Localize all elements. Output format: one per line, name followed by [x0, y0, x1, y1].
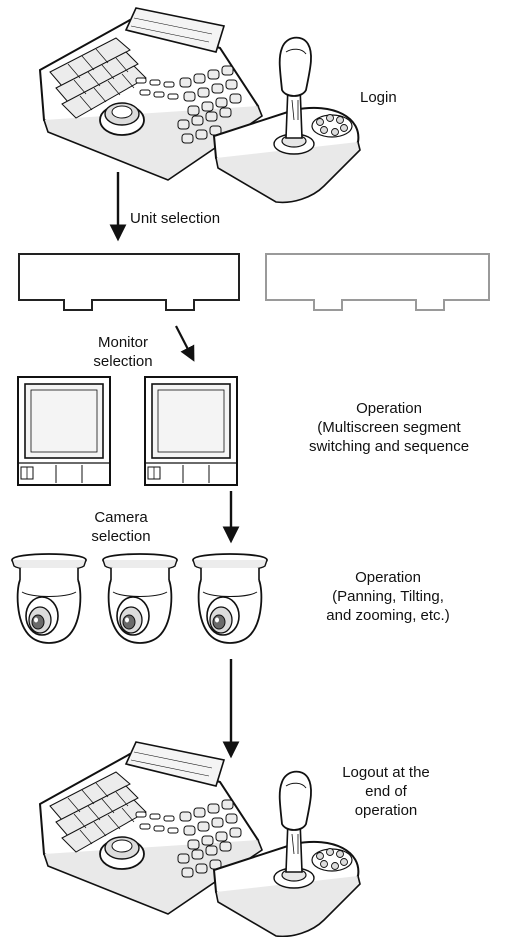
label-operation-monitor: Operation (Multiscreen segment switching… — [308, 400, 470, 455]
label-logout: Logout at the end of operation — [342, 764, 430, 819]
dome-camera-1 — [11, 553, 87, 644]
controller-keyboard-login — [39, 7, 361, 204]
label-camera-selection: Camera selection — [91, 509, 151, 545]
label-login: Login — [360, 89, 397, 106]
dome-camera-3 — [192, 553, 268, 644]
label-operation-camera: Operation (Panning, Tilting, and zooming… — [326, 569, 450, 624]
unit-box-selected — [18, 253, 240, 311]
monitor-left — [17, 376, 111, 486]
monitor-right — [144, 376, 238, 486]
unit-box-unselected — [265, 253, 490, 311]
label-monitor-selection: Monitor selection — [93, 334, 153, 370]
arrow-monitor-selection — [175, 325, 195, 362]
dome-camera-2 — [102, 553, 178, 644]
label-unit-selection: Unit selection — [130, 210, 221, 227]
